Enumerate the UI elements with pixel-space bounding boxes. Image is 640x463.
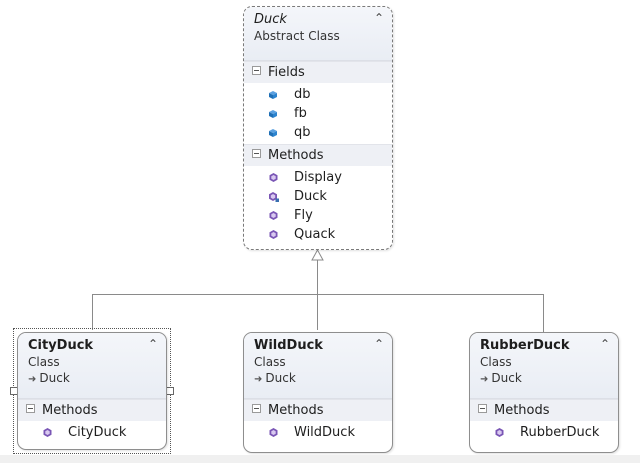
class-rubberduck-header: RubberDuck Class ➜Duck ⌃ <box>470 333 618 399</box>
chevron-double-up-icon[interactable]: ⌃ <box>373 11 385 25</box>
method-icon <box>269 428 278 437</box>
field-icon <box>269 110 277 118</box>
rubberduck-methods-list: RubberDuck <box>470 421 618 442</box>
duck-field-fb[interactable]: fb <box>244 104 392 123</box>
class-rubberduck-stereotype: Class <box>480 355 512 369</box>
class-rubberduck-base: ➜Duck <box>480 371 522 385</box>
inheritance-arrow-icon: ➜ <box>28 374 37 385</box>
class-wildduck-name: WildDuck <box>254 338 323 353</box>
method-icon <box>269 173 278 182</box>
class-wildduck-base: ➜Duck <box>254 371 296 385</box>
wildduck-method-wildduck[interactable]: WildDuck <box>244 423 392 442</box>
chevron-double-up-icon[interactable]: ⌃ <box>147 337 159 351</box>
field-icon <box>269 129 277 137</box>
wildduck-methods-list: WildDuck <box>244 421 392 442</box>
inheritance-arrow-icon: ➜ <box>254 374 263 385</box>
class-rubberduck-name: RubberDuck <box>480 338 570 353</box>
duck-method-display[interactable]: Display <box>244 168 392 187</box>
duck-method-fly[interactable]: Fly <box>244 206 392 225</box>
duck-fields-list: db fb qb <box>244 83 392 142</box>
chevron-double-up-icon[interactable]: ⌃ <box>599 337 611 351</box>
class-duck-name: Duck <box>254 12 287 27</box>
class-cityduck[interactable]: CityDuck Class ➜Duck ⌃ Methods CityDuck <box>17 332 167 450</box>
class-duck-stereotype: Abstract Class <box>254 29 340 43</box>
class-cityduck-header: CityDuck Class ➜Duck ⌃ <box>18 333 166 399</box>
class-wildduck-stereotype: Class <box>254 355 286 369</box>
inheritance-arrow-icon: ➜ <box>480 374 489 385</box>
class-cityduck-base: ➜Duck <box>28 371 70 385</box>
class-wildduck[interactable]: WildDuck Class ➜Duck ⌃ Methods WildDuck <box>243 332 393 453</box>
class-duck[interactable]: Duck Abstract Class ⌃ Fields db fb qb Me… <box>243 6 393 250</box>
collapse-toggle-icon[interactable] <box>478 404 487 413</box>
duck-method-duck[interactable]: Duck <box>244 187 392 206</box>
field-icon <box>269 91 277 99</box>
cityduck-methods-list: CityDuck <box>18 421 166 442</box>
duck-field-qb[interactable]: qb <box>244 123 392 142</box>
class-cityduck-name: CityDuck <box>28 338 94 353</box>
method-icon <box>495 428 504 437</box>
duck-methods-section[interactable]: Methods <box>244 144 392 166</box>
collapse-toggle-icon[interactable] <box>252 66 261 75</box>
collapse-toggle-icon[interactable] <box>252 404 261 413</box>
canvas-bottom-strip <box>0 455 640 463</box>
protected-method-icon <box>269 192 279 202</box>
class-duck-header: Duck Abstract Class ⌃ <box>244 7 392 61</box>
method-icon <box>43 428 52 437</box>
rubberduck-methods-section[interactable]: Methods <box>470 399 618 421</box>
class-cityduck-stereotype: Class <box>28 355 60 369</box>
duck-field-db[interactable]: db <box>244 85 392 104</box>
duck-methods-list: Display Duck Fly Quack <box>244 166 392 244</box>
class-wildduck-header: WildDuck Class ➜Duck ⌃ <box>244 333 392 399</box>
class-rubberduck[interactable]: RubberDuck Class ➜Duck ⌃ Methods RubberD… <box>469 332 619 453</box>
chevron-double-up-icon[interactable]: ⌃ <box>373 337 385 351</box>
method-icon <box>269 230 278 239</box>
duck-method-quack[interactable]: Quack <box>244 225 392 244</box>
duck-fields-section[interactable]: Fields <box>244 61 392 83</box>
cityduck-method-cityduck[interactable]: CityDuck <box>18 423 166 442</box>
collapse-toggle-icon[interactable] <box>252 149 261 158</box>
collapse-toggle-icon[interactable] <box>26 404 35 413</box>
method-icon <box>269 211 278 220</box>
rubberduck-method-rubberduck[interactable]: RubberDuck <box>470 423 618 442</box>
cityduck-methods-section[interactable]: Methods <box>18 399 166 421</box>
wildduck-methods-section[interactable]: Methods <box>244 399 392 421</box>
inheritance-arrowhead <box>311 248 324 261</box>
